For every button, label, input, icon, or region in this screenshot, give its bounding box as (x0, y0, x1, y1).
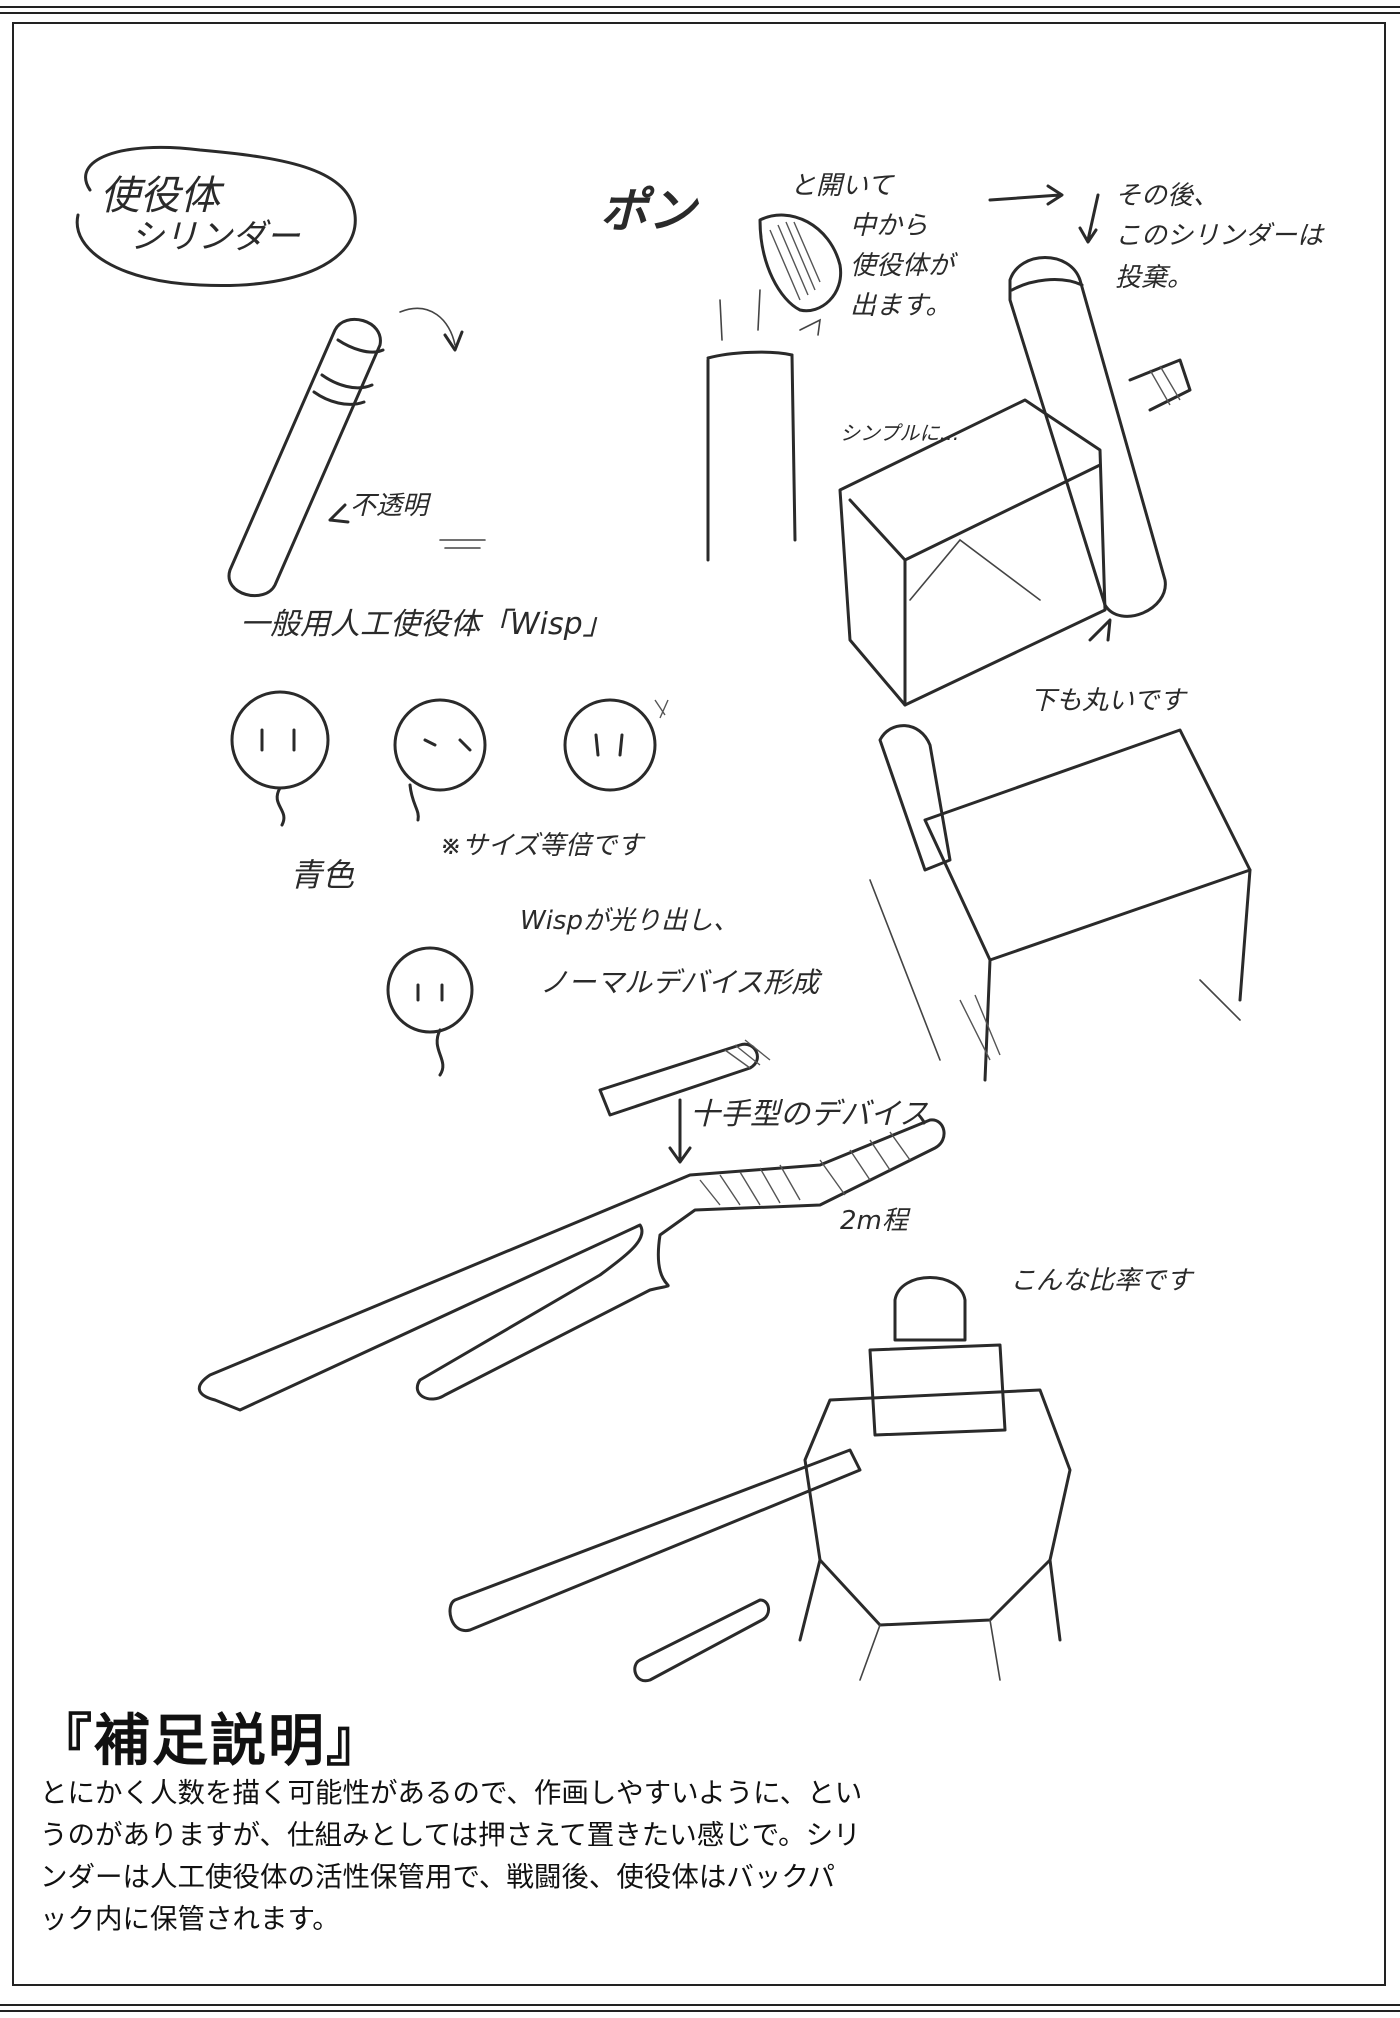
arrow-right (988, 184, 1064, 206)
backpack-box-2 (869, 724, 1252, 1082)
wisp-faces (230, 690, 669, 1077)
page-frame (12, 22, 1386, 1986)
note-open-3: 使役体が (850, 251, 955, 281)
note-ratio: こんな比率です (1010, 1266, 1193, 1296)
backpack-box (838, 256, 1192, 707)
note-simple: シンプルに… (840, 421, 960, 445)
note-opaque: 不透明 (350, 491, 429, 521)
note-bottom-round: 下も丸いです (1030, 686, 1186, 716)
armored-figure (448, 1276, 1072, 1683)
body-line: うのがありますが、仕組みとしては押さえて置きたい感じで。シリ (40, 1819, 861, 1851)
note-wisp-glow-1: Wispが光り出し、 (520, 906, 739, 936)
note-open-1: と開いて (790, 171, 894, 201)
note-size: ※サイズ等倍です (440, 831, 644, 861)
note-open-2: 中から (850, 211, 929, 241)
section-heading: 『補足説明』 (36, 1708, 384, 1774)
note-cylinder-title-1: 使役体 (100, 173, 220, 219)
note-after-2: このシリンダーは (1115, 221, 1324, 251)
note-pop: ポン (600, 183, 697, 239)
top-rule (0, 6, 1400, 8)
note-wisp-title: 一般用人工使役体「Wisp」 (240, 607, 613, 642)
note-after-3: 投棄。 (1115, 263, 1194, 293)
note-cylinder-title-2: シリンダー (130, 217, 300, 257)
title-bubble (75, 145, 357, 288)
bottom-rule-inner (0, 2010, 1400, 2012)
note-wisp-glow-2: ノーマルデバイス形成 (540, 966, 820, 999)
body-line: とにかく人数を描く可能性があるので、作画しやすいように、とい (40, 1777, 863, 1809)
section-body: とにかく人数を描く可能性があるので、作画しやすいように、とい うのがありますが、… (40, 1772, 940, 1940)
bottom-rule (0, 2004, 1400, 2006)
note-after-1: その後、 (1115, 181, 1220, 211)
note-blue: 青色 (290, 856, 355, 894)
body-line: ンダーは人工使役体の活性保管用で、戦闘後、使役体はバックパ (40, 1861, 836, 1893)
note-two-m: 2m程 (840, 1206, 908, 1236)
cylinder-opening (706, 213, 843, 562)
body-line: ック内に保管されます。 (40, 1903, 340, 1935)
note-open-4: 出ます。 (850, 291, 952, 321)
arrow-down-small (1078, 193, 1100, 244)
cylinder-small (227, 307, 486, 598)
device-forming (598, 1039, 771, 1117)
note-cross-device: 十手型のデバイス (690, 1097, 930, 1132)
top-rule-inner (0, 12, 1400, 14)
cross-device (197, 1098, 946, 1412)
